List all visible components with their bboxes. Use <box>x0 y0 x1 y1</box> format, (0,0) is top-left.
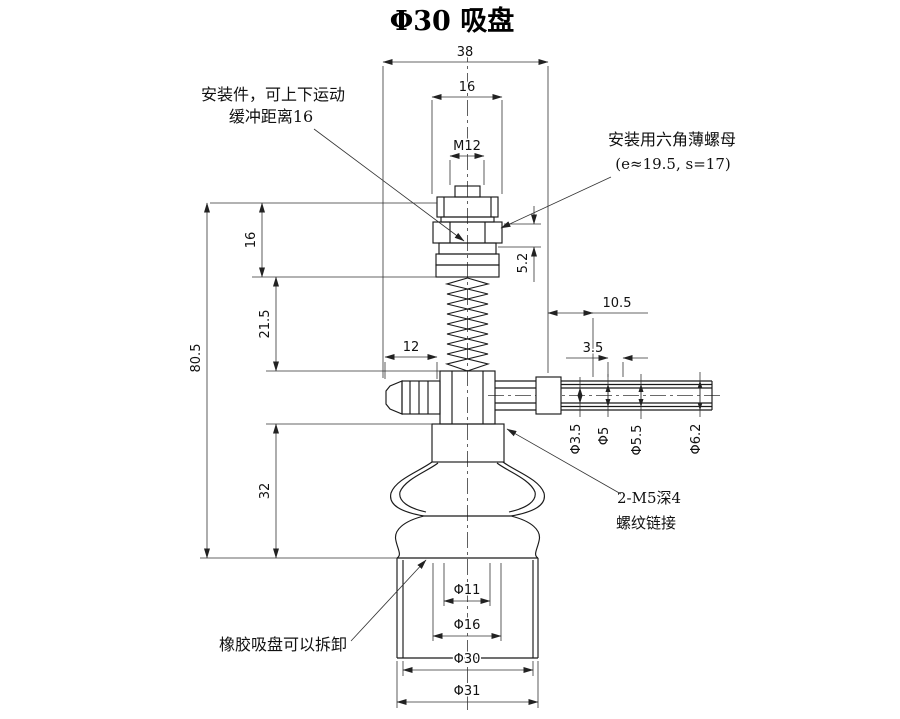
dim-dia-30: Φ30 <box>454 652 481 667</box>
knurled-collar <box>431 423 505 463</box>
dim-16-left: 16 <box>244 232 259 249</box>
nut-note-line1: 安装用六角薄螺母 <box>608 130 736 149</box>
left-barb-fitting <box>385 380 441 415</box>
dimension-buffer-16: 16 <box>243 202 265 278</box>
mount-note-line2: 缓冲距离16 <box>229 107 313 126</box>
nut-note-line2: (e≈19.5, s=17) <box>615 155 730 173</box>
dimension-dia-11: Φ11 <box>443 563 491 606</box>
dimension-10-5: 10.5 <box>547 295 648 377</box>
thread-note: 2-M5深4 螺纹链接 <box>506 428 683 534</box>
dimension-top-width: 16 <box>431 79 503 194</box>
mount-note: 安装件，可上下运动 缓冲距离16 <box>199 84 465 242</box>
thread-note-leader <box>506 428 622 495</box>
page-title: Φ30 吸盘 <box>390 5 515 37</box>
dim-dia-5: Φ5 <box>597 427 612 446</box>
dim-dia-16: Φ16 <box>454 618 481 633</box>
left-extension-lines <box>200 202 440 559</box>
dimension-thread-m12: M12 <box>449 138 485 185</box>
dimension-dia-30: Φ30 <box>402 651 534 676</box>
rubber-note-text: 橡胶吸盘可以拆卸 <box>219 635 347 654</box>
mount-note-leader <box>313 128 465 242</box>
dim-5-2: 5.2 <box>516 253 531 274</box>
dim-dia-3-5: Φ3.5 <box>569 424 584 455</box>
thread-note-line2: 螺纹链接 <box>616 514 676 532</box>
nut-note-leader <box>500 176 612 229</box>
dimension-21-5: 21.5 <box>257 276 279 372</box>
dim-dia-6-2: Φ6.2 <box>689 424 704 455</box>
dimension-3-5: 3.5 <box>566 340 648 377</box>
piston-stack <box>432 185 503 278</box>
dim-dia-5-5: Φ5.5 <box>630 425 645 456</box>
dim-dia-11: Φ11 <box>454 583 481 598</box>
thread-note-line1: 2-M5深4 <box>617 489 681 507</box>
dim-m12: M12 <box>453 139 481 154</box>
dimension-dia-31: Φ31 <box>396 661 539 708</box>
dimension-12: 12 <box>384 339 438 379</box>
right-tube-fitting <box>495 376 713 415</box>
dimension-tube-bore: Φ3.5 <box>568 377 586 456</box>
mount-note-line1: 安装件，可上下运动 <box>201 85 345 104</box>
bellows <box>390 461 545 559</box>
dimension-dia-16: Φ16 <box>432 563 502 641</box>
dim-16-top: 16 <box>459 80 476 95</box>
dimension-overall-width: 38 <box>382 44 549 378</box>
suction-cup-assembly <box>385 185 713 659</box>
dim-32: 32 <box>258 483 273 500</box>
nut-note: 安装用六角薄螺母 (e≈19.5, s=17) <box>500 129 738 229</box>
dimension-tube-dia-5-5: Φ5.5 <box>629 374 647 457</box>
dim-80-5: 80.5 <box>189 344 204 373</box>
dim-12: 12 <box>403 340 420 355</box>
dim-38: 38 <box>457 45 474 60</box>
spring <box>444 277 491 372</box>
dimension-tube-dia-5: Φ5 <box>596 374 614 447</box>
cup-rim <box>396 558 539 659</box>
dim-21-5: 21.5 <box>258 310 273 339</box>
dim-3-5: 3.5 <box>583 341 604 356</box>
dim-dia-31: Φ31 <box>454 684 481 699</box>
dimension-5-2: 5.2 <box>498 206 541 282</box>
dimension-32: 32 <box>257 423 279 559</box>
rubber-note: 橡胶吸盘可以拆卸 <box>217 559 427 656</box>
dimension-80-5: 80.5 <box>188 202 210 559</box>
rubber-note-leader <box>350 559 427 642</box>
hose-barb <box>535 376 562 415</box>
dim-10-5: 10.5 <box>603 296 632 311</box>
dimension-tube-dia-6-2: Φ6.2 <box>688 372 706 456</box>
